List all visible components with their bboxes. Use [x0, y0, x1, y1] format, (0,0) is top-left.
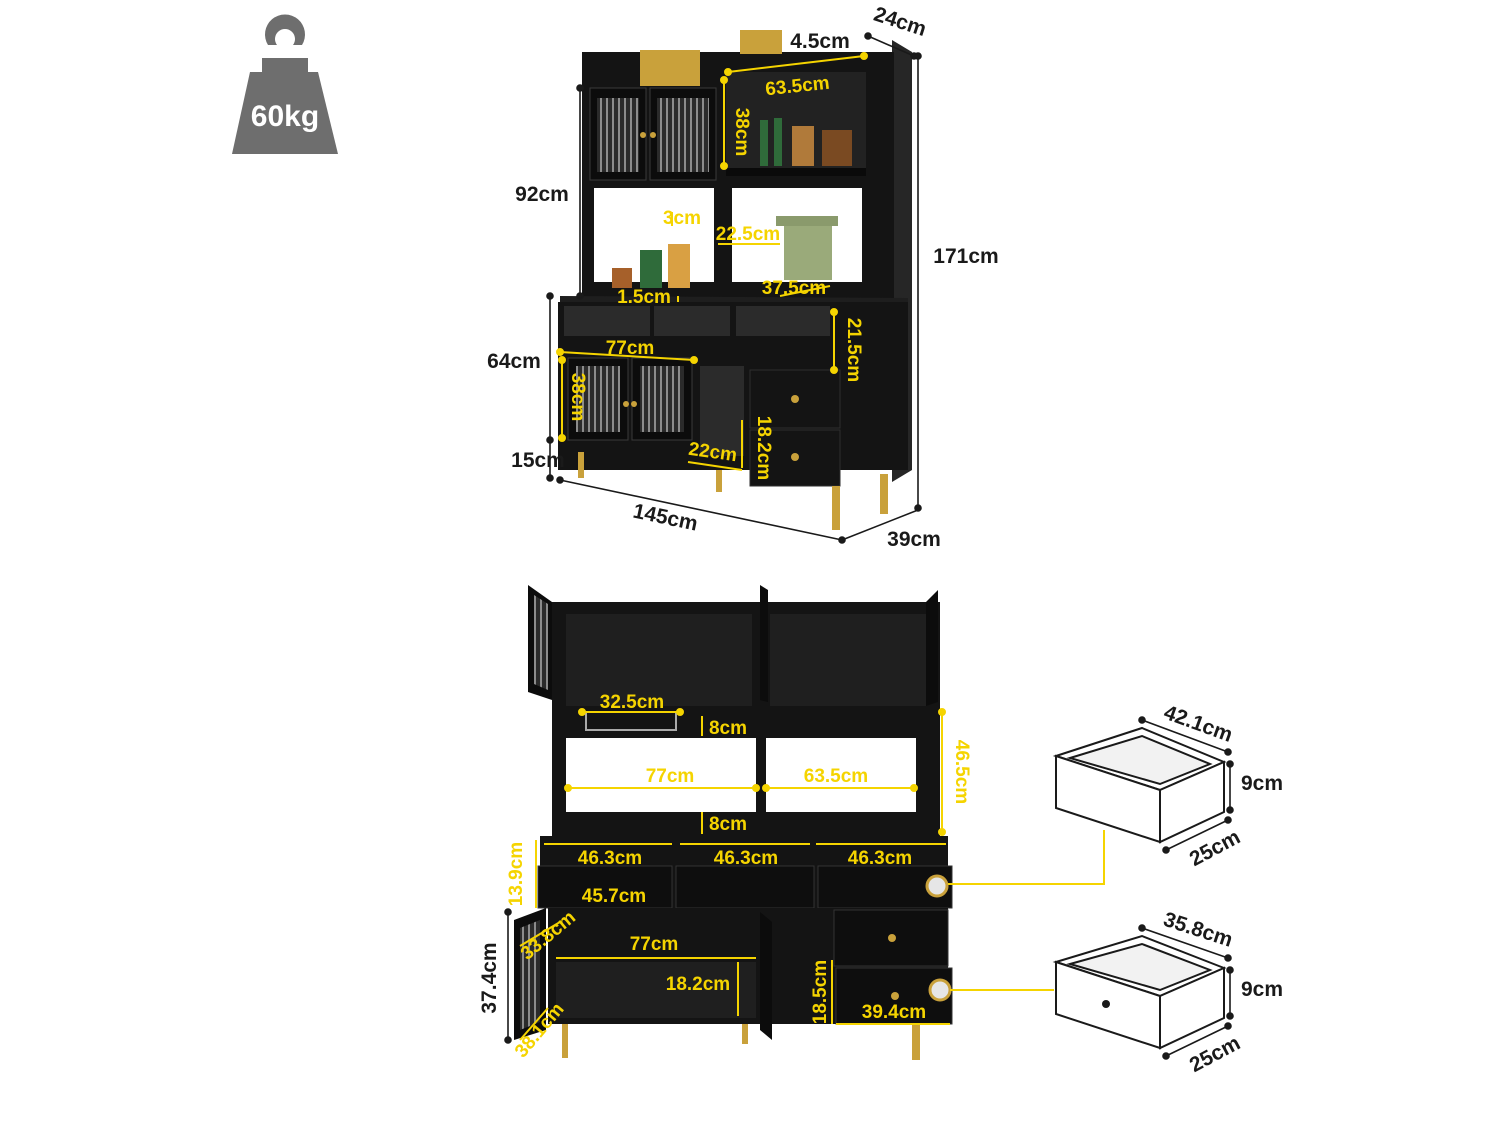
- cabinet-top-view: [558, 30, 912, 530]
- label-mid-gap: 22.5cm: [716, 224, 780, 245]
- label-counter-depth: 37.5cm: [762, 278, 826, 299]
- label-counter-gap: 8cm: [709, 814, 747, 835]
- label-rack-height: 8cm: [709, 718, 747, 739]
- bottom-dimension-lines: [504, 908, 512, 1044]
- label-depth-top: 24cm: [871, 3, 929, 41]
- label-side-drawer-w: 39.4cm: [862, 1002, 926, 1023]
- label-open-height: 18.2cm: [753, 416, 774, 480]
- top-accent-lines: [556, 52, 868, 471]
- top-dimension-lines: [546, 32, 922, 544]
- label-drawer-w2: 46.3cm: [714, 848, 778, 869]
- drawer-detail-top-dims: [1138, 716, 1234, 854]
- label-inner-height: 18.2cm: [666, 974, 730, 995]
- label-left-width: 77cm: [646, 766, 695, 787]
- label-lower-height: 64cm: [487, 350, 541, 373]
- label-door-height: 37.4cm: [478, 942, 501, 1013]
- label-drawer-w3: 46.3cm: [848, 848, 912, 869]
- bottom-accent-lines: [519, 708, 950, 1041]
- drawer-detail-top: [1052, 726, 1227, 844]
- label-drawer-height: 21.5cm: [843, 318, 864, 382]
- drawer1-height: 9cm: [1241, 772, 1283, 795]
- label-side-drawer-h: 18.5cm: [810, 960, 831, 1024]
- label-rack-width: 32.5cm: [600, 692, 664, 713]
- drawer2-height: 9cm: [1241, 978, 1283, 1001]
- connector-lines: [948, 830, 1105, 991]
- drawer-knob-icon: [1102, 1000, 1110, 1008]
- label-drawer-front-h: 13.9cm: [506, 842, 527, 906]
- label-upper-height: 92cm: [515, 183, 569, 206]
- weight-icon: 60kg: [232, 14, 338, 154]
- label-rack-gap: 3cm: [663, 208, 701, 229]
- label-hutch-height: 46.5cm: [951, 740, 972, 804]
- drawer2-width: 35.8cm: [1161, 908, 1236, 952]
- label-depth: 39cm: [887, 528, 941, 551]
- label-shelf-height: 38cm: [731, 108, 752, 157]
- drawer1-depth: 25cm: [1186, 825, 1244, 871]
- label-lower-width: 77cm: [606, 338, 655, 359]
- label-right-width: 63.5cm: [804, 766, 868, 787]
- drawer2-depth: 25cm: [1186, 1031, 1244, 1077]
- label-leg-height: 15cm: [511, 449, 565, 472]
- label-drawer-front-w: 45.7cm: [582, 886, 646, 907]
- label-cab-width: 77cm: [630, 934, 679, 955]
- label-drawer-w1: 46.3cm: [578, 848, 642, 869]
- drawer-detail-bottom-dims: [1138, 924, 1234, 1060]
- label-glass-height: 38cm: [567, 373, 588, 422]
- drawer-detail-bottom: [1052, 934, 1227, 1050]
- label-total-height: 171cm: [933, 245, 998, 268]
- label-counter-thickness: 1.5cm: [617, 287, 671, 308]
- cabinet-front-view: [514, 585, 953, 1060]
- label-width: 145cm: [631, 500, 700, 536]
- weight-label: 60kg: [251, 100, 319, 133]
- label-top-gap: 4.5cm: [790, 30, 850, 53]
